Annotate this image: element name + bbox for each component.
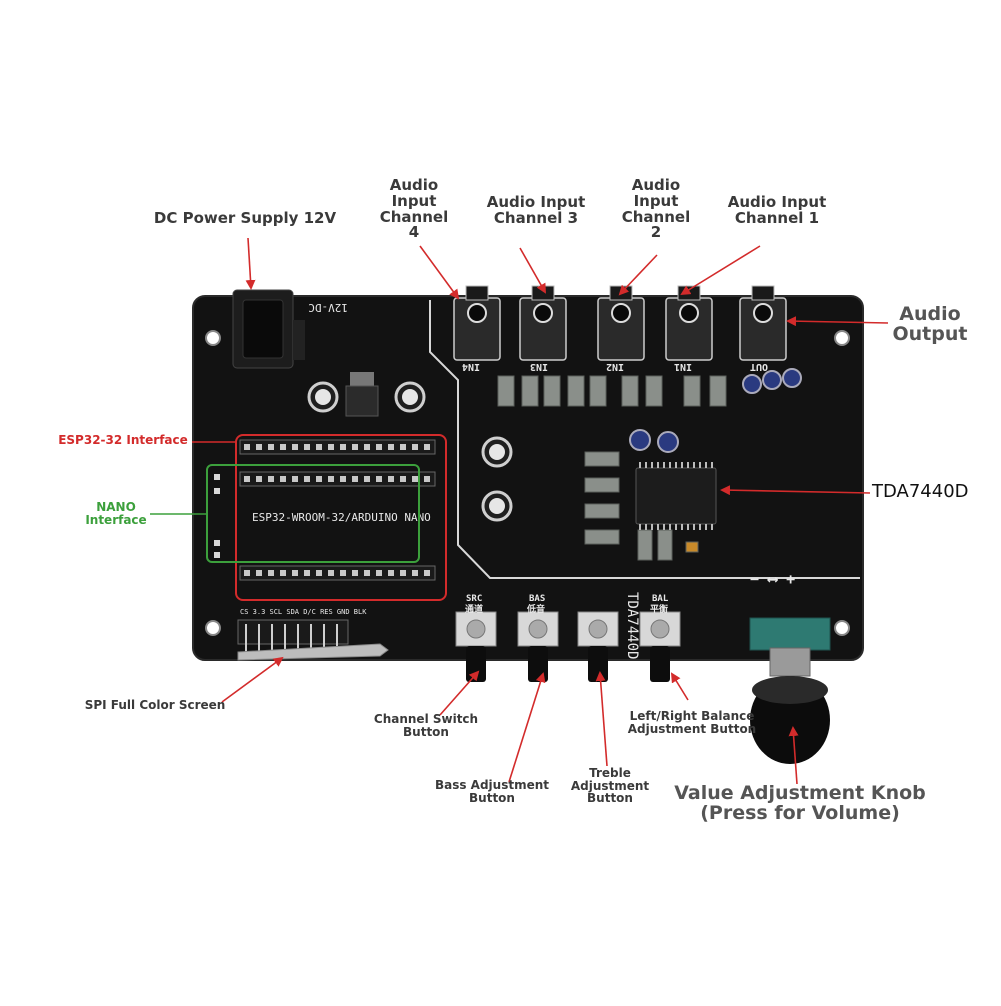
label-balance-adjust: Left/Right Balance Adjustment Button	[627, 709, 757, 736]
label-audio-input-4: Audio Input Channel 4	[379, 176, 449, 242]
label-audio-input-1: Audio Input Channel 1	[727, 193, 827, 227]
button-bal	[639, 611, 681, 682]
svg-text:SRC: SRC	[466, 594, 482, 604]
label-nano-interface: NANO Interface	[85, 500, 147, 527]
button-treble	[577, 611, 619, 682]
svg-text:BAL: BAL	[652, 594, 669, 604]
svg-text:IN2: IN2	[606, 361, 624, 372]
label-channel-switch: Channel Switch Button	[373, 712, 479, 739]
pin-header-block	[214, 439, 436, 581]
label-audio-output: Audio Output	[892, 303, 968, 345]
tda7440d-chip	[635, 462, 717, 530]
button-bas	[517, 611, 559, 682]
label-audio-input-2: Audio Input Channel 2	[621, 176, 691, 242]
encoder-knob	[749, 617, 831, 764]
svg-text:通道: 通道	[465, 603, 483, 615]
svg-text:IN3: IN3	[530, 361, 548, 372]
mid-capacitors	[481, 429, 679, 522]
label-spi-screen: SPI Full Color Screen	[84, 698, 226, 712]
svg-text:IN1: IN1	[674, 361, 692, 372]
header-silk-label: ESP32-WROOM-32/ARDUINO NANO	[252, 511, 431, 524]
interface-leader-lines	[150, 441, 236, 515]
audio-jack-out	[739, 285, 787, 361]
svg-text:平衡: 平衡	[650, 603, 668, 615]
label-dc-power: DC Power Supply 12V	[153, 209, 337, 227]
audio-jack-in2	[597, 285, 645, 361]
audio-jack-in4	[453, 285, 501, 361]
label-esp32-interface: ESP32-32 Interface	[58, 433, 188, 447]
label-bass-adjust: Bass Adjustment Button	[434, 778, 550, 805]
power-capacitors	[307, 381, 426, 413]
svg-text:IN4: IN4	[462, 361, 480, 372]
spi-header	[237, 619, 389, 661]
voltage-regulator	[345, 372, 379, 417]
label-audio-input-3: Audio Input Channel 3	[486, 193, 586, 227]
svg-text:低音: 低音	[526, 603, 545, 615]
spi-pin-labels: CS 3.3 SCL SDA D/C RES GND BLK	[240, 608, 367, 616]
chip-silk-label: TDA7440D	[624, 592, 640, 659]
button-silk-labels: SRC 通道 BAS 低音 BAL 平衡	[465, 594, 669, 615]
label-tda7440d: TDA7440D	[872, 481, 969, 502]
knob-silk-label: − ⟷ +	[750, 570, 795, 588]
mount-hole-tl	[205, 330, 221, 346]
jack-silk-labels: IN4 IN3 IN2 IN1 OUT	[462, 361, 768, 372]
label-value-knob: Value Adjustment Knob (Press for Volume)	[674, 782, 926, 824]
mount-hole-bl	[205, 620, 221, 636]
film-capacitors	[497, 375, 727, 407]
center-film-capacitors	[584, 451, 699, 561]
mount-hole-tr	[834, 330, 850, 346]
svg-text:BAS: BAS	[529, 594, 545, 604]
callout-arrows	[221, 237, 889, 785]
mount-hole-br	[834, 620, 850, 636]
svg-text:OUT: OUT	[750, 361, 768, 372]
label-treble-adjust: Treble Adjustment Button	[570, 766, 650, 806]
dc-jack: 12V-DC	[232, 289, 348, 369]
esp32-outline	[235, 434, 447, 601]
output-capacitors	[742, 368, 802, 394]
svg-text:12V-DC: 12V-DC	[308, 301, 348, 314]
